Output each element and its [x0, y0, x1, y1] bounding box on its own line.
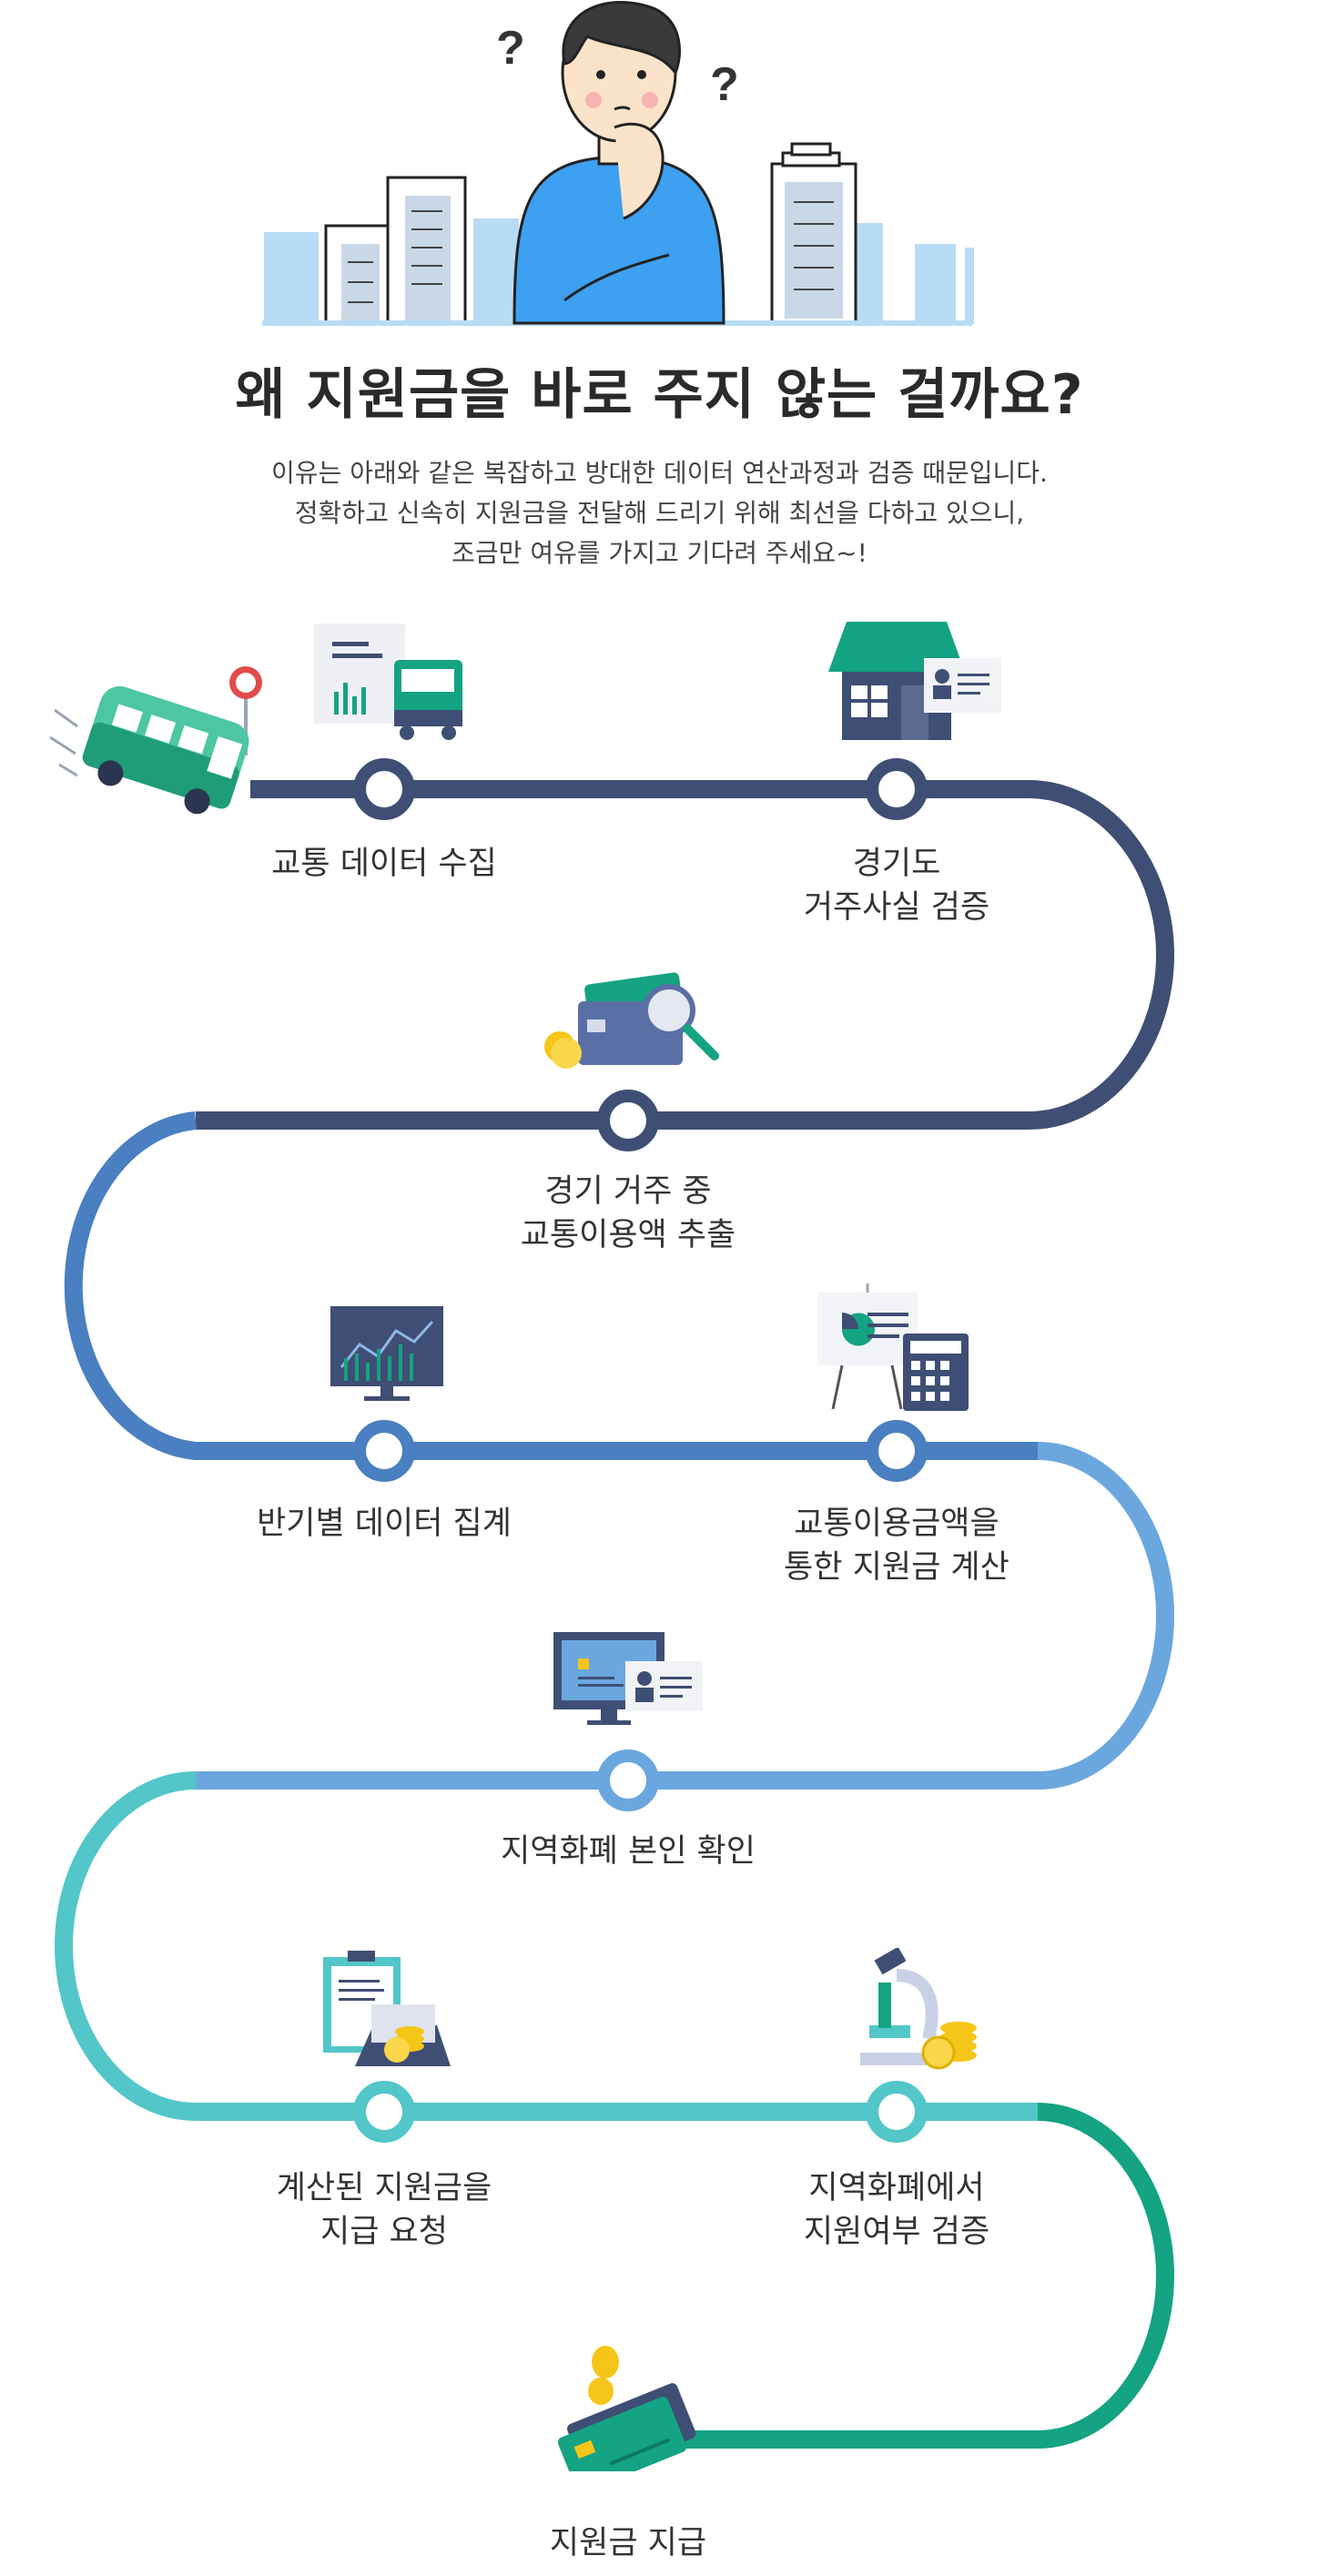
- step-node: [866, 1420, 928, 1482]
- step-label-line: 지원금 지급: [549, 2525, 707, 2561]
- step-label-line: 지급 요청: [320, 2214, 448, 2250]
- truck-report-icon: [314, 624, 462, 740]
- calculator-board-icon: [817, 1283, 969, 1411]
- step-label: 지역화폐에서 지원여부 검증: [687, 2166, 1106, 2254]
- step-node: [597, 1090, 659, 1151]
- step-label: 계산된 지원금을 지급 요청: [175, 2166, 594, 2254]
- microscope-coins-icon: [860, 1948, 977, 2070]
- svg-text:?: ?: [496, 22, 525, 75]
- monitor-chart-icon: [330, 1306, 443, 1401]
- monitor-id-icon: [553, 1632, 703, 1725]
- step-label-line: 교통 데이터 수집: [271, 846, 497, 882]
- clipboard-coins-icon: [323, 1951, 451, 2066]
- step-label: 지원금 지급: [419, 2521, 837, 2565]
- step-label-line: 교통이용금액을: [794, 1506, 999, 1542]
- thinking-person-illustration: ? ?: [262, 1, 974, 326]
- card-coins-icon: [557, 2346, 696, 2471]
- step-node: [353, 2081, 415, 2143]
- step-label-line: 경기도: [852, 846, 941, 882]
- step-node: [866, 2081, 928, 2143]
- step-label-line: 반기별 데이터 집계: [257, 1506, 512, 1542]
- step-node: [866, 758, 928, 820]
- bus-icon: [50, 666, 262, 815]
- step-label: 교통 데이터 수집: [175, 842, 594, 886]
- step-label: 경기 거주 중 교통이용액 추출: [419, 1170, 837, 1257]
- step-label: 지역화폐 본인 확인: [419, 1830, 837, 1873]
- step-node: [353, 758, 415, 820]
- page-title: 왜 지원금을 바로 주지 않는 걸까요?: [235, 363, 1084, 427]
- step-node: [353, 1420, 415, 1482]
- description-line: 정확하고 신속히 지원금을 전달해 드리기 위해 최선을 다하고 있으니,: [294, 498, 1025, 528]
- card-magnifier-icon: [544, 972, 719, 1069]
- svg-text:?: ?: [710, 58, 739, 111]
- step-label-line: 경기 거주 중: [544, 1173, 712, 1210]
- step-label-line: 거주사실 검증: [803, 889, 990, 926]
- description: 이유는 아래와 같은 복잡하고 방대한 데이터 연산과정과 검증 때문입니다. …: [0, 453, 1319, 573]
- step-label-line: 지원여부 검증: [803, 2214, 990, 2250]
- step-label-line: 교통이용액 추출: [520, 1217, 736, 1253]
- step-label-line: 지역화폐에서: [808, 2170, 985, 2206]
- description-line: 이유는 아래와 같은 복잡하고 방대한 데이터 연산과정과 검증 때문입니다.: [271, 458, 1048, 488]
- step-label: 교통이용금액을 통한 지원금 계산: [687, 1502, 1106, 1589]
- step-label: 반기별 데이터 집계: [175, 1502, 594, 1546]
- step-label-line: 계산된 지원금을: [276, 2170, 492, 2206]
- description-line: 조금만 여유를 가지고 기다려 주세요~!: [452, 538, 867, 568]
- house-id-icon: [828, 622, 1001, 740]
- step-label: 경기도 거주사실 검증: [687, 842, 1106, 929]
- step-node: [597, 1749, 659, 1811]
- step-label-line: 통한 지원금 계산: [784, 1549, 1010, 1586]
- step-label-line: 지역화폐 본인 확인: [501, 1833, 756, 1870]
